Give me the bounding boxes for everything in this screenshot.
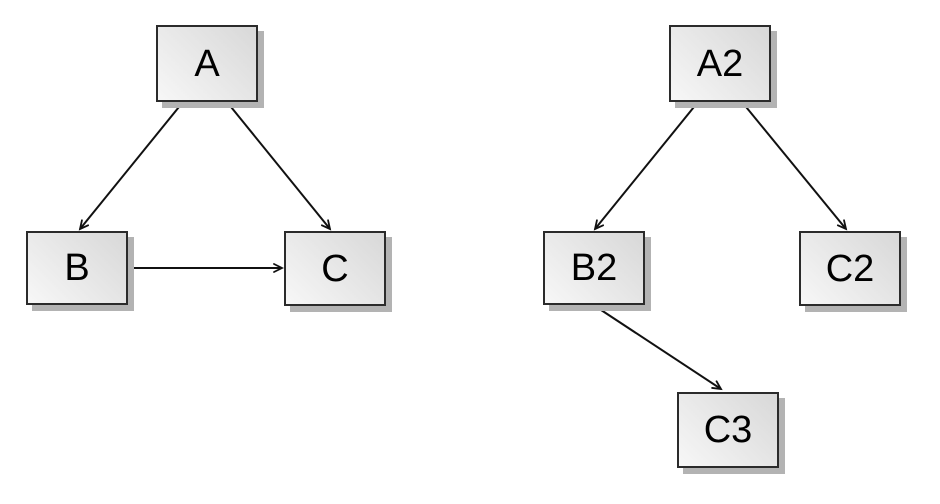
edge-B2-C3: [594, 305, 721, 389]
node-C[interactable]: C: [284, 231, 386, 306]
edges-group: [80, 101, 846, 389]
edge-A2-B2: [595, 101, 699, 229]
node-A2[interactable]: A2: [669, 25, 771, 102]
node-B2[interactable]: B2: [543, 231, 645, 305]
node-A[interactable]: A: [156, 25, 258, 102]
node-B[interactable]: B: [26, 231, 128, 305]
edge-A2-C2: [741, 101, 846, 229]
edge-A-C: [226, 101, 330, 229]
edge-A-B: [80, 101, 184, 229]
node-C3[interactable]: C3: [677, 392, 779, 468]
node-C2[interactable]: C2: [799, 231, 901, 306]
